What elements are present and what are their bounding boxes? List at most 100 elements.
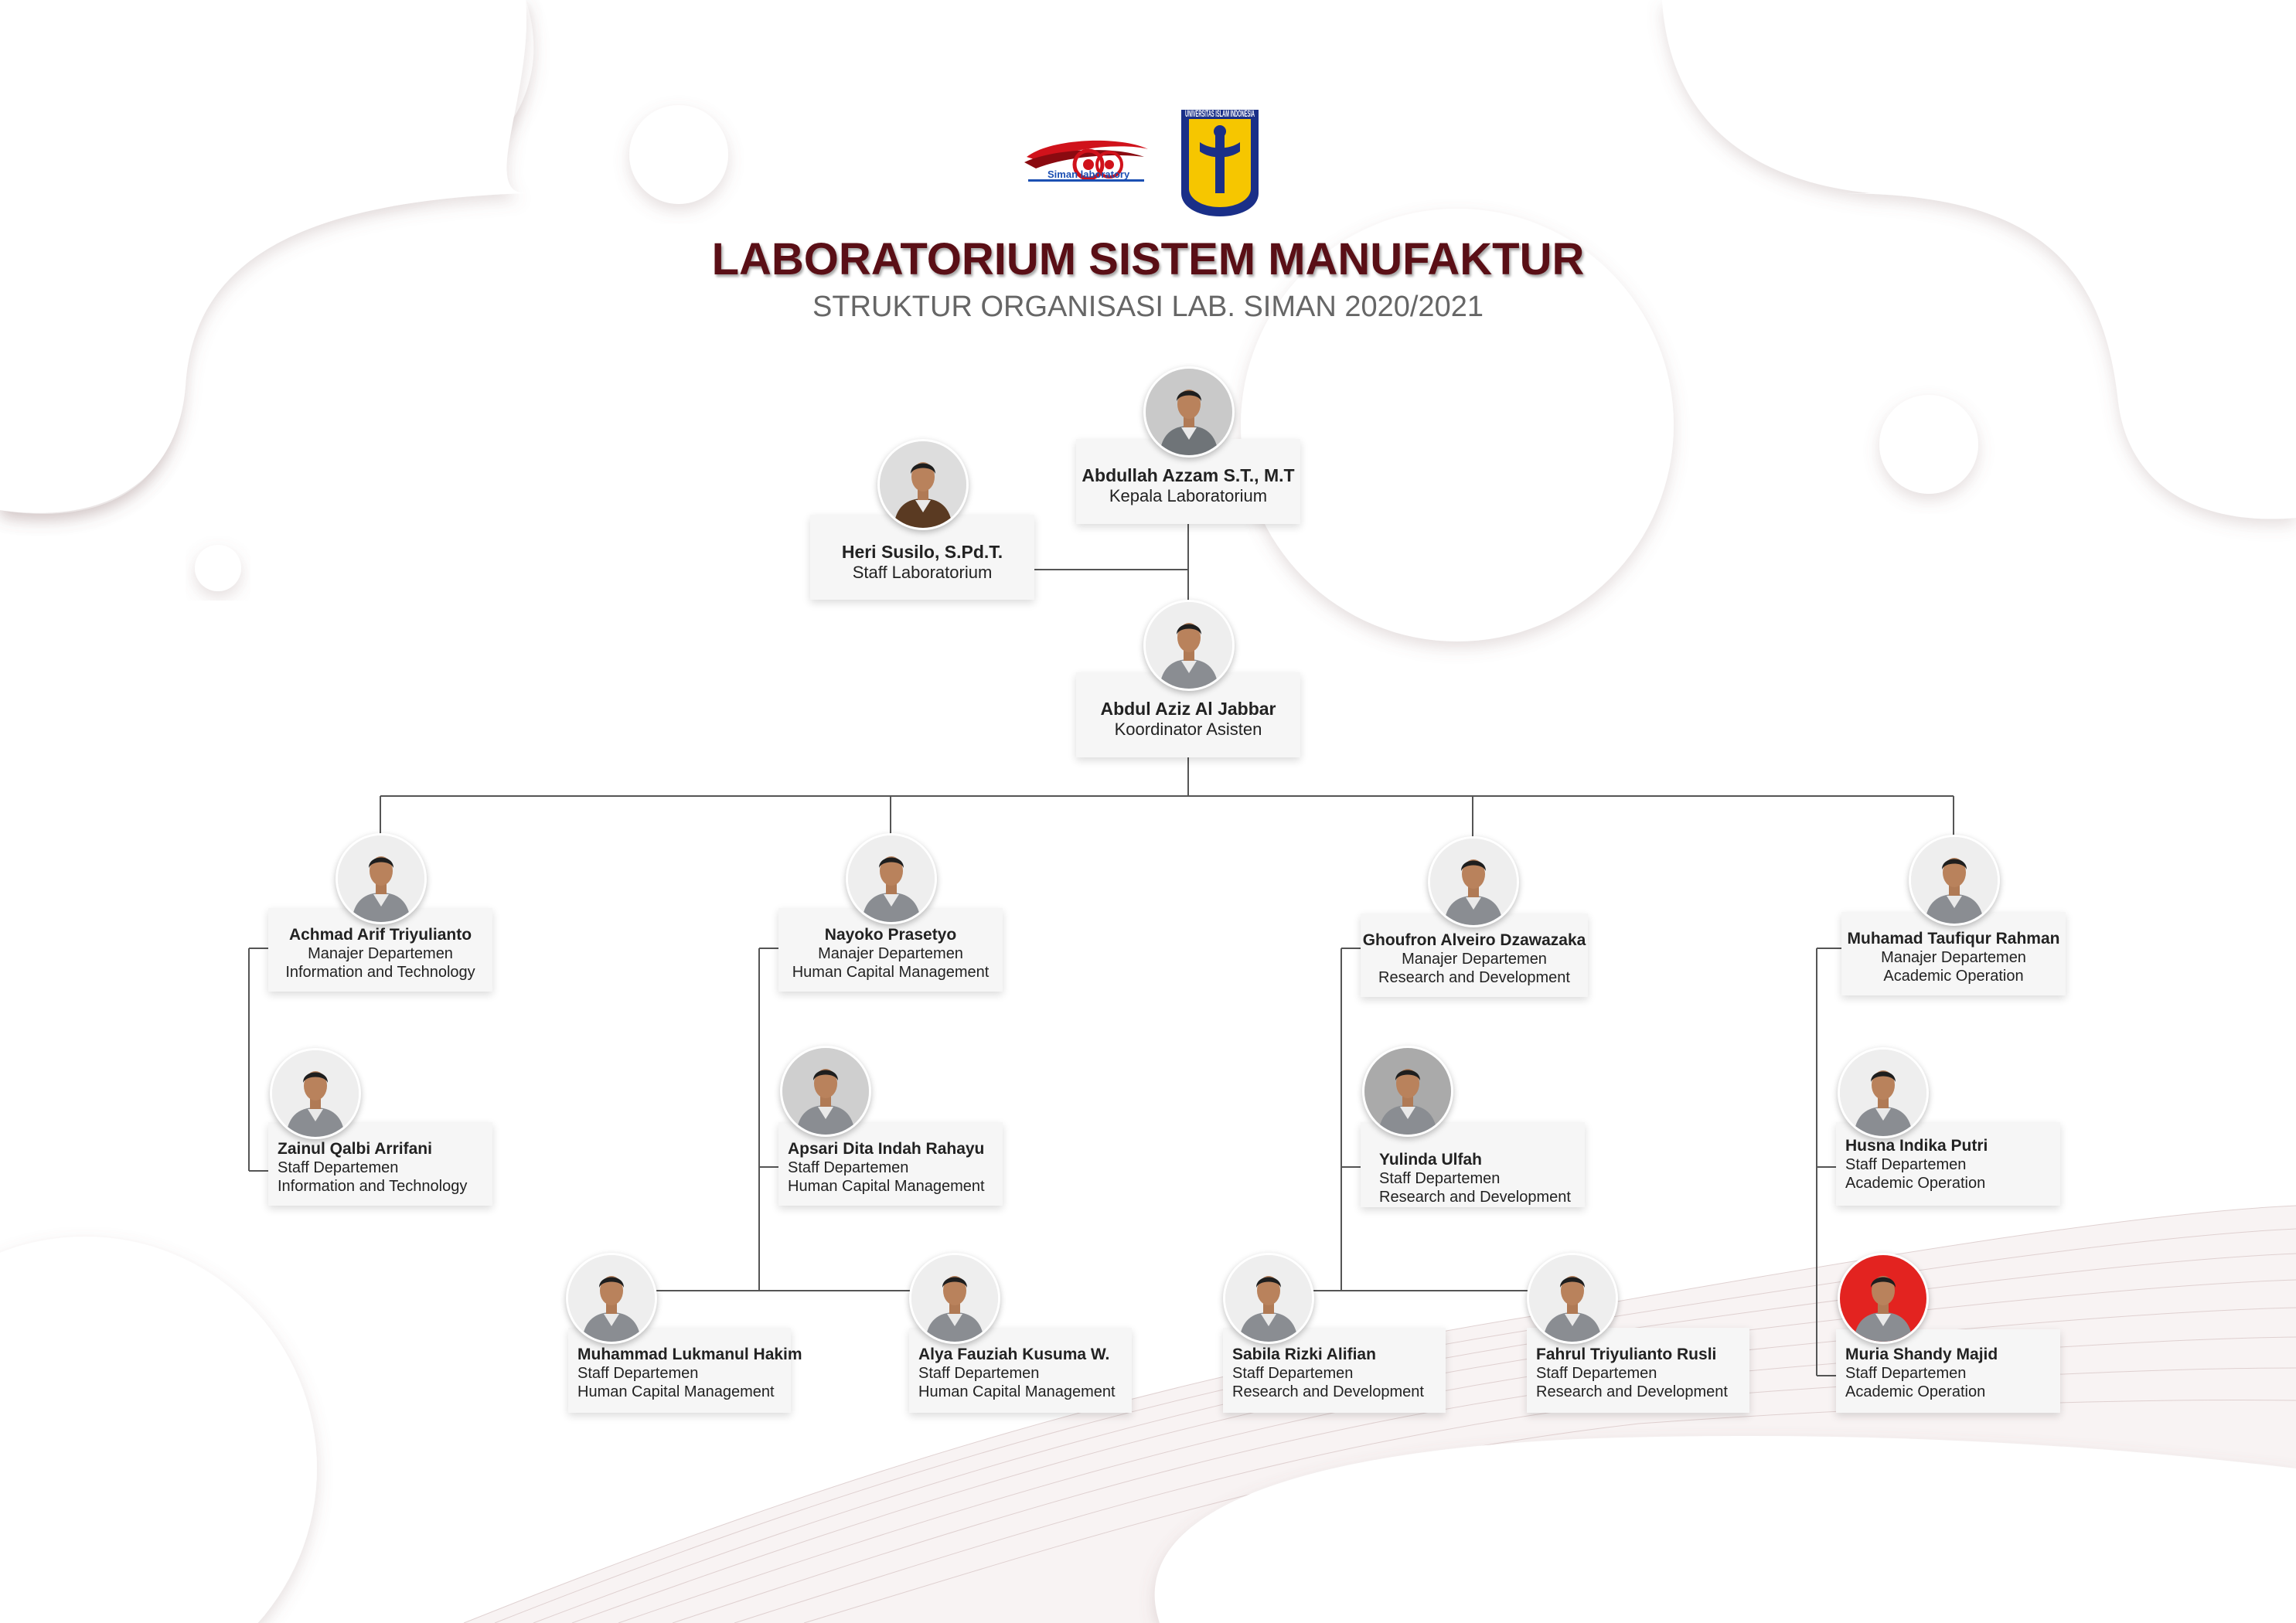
photo-neck bbox=[310, 1098, 321, 1109]
person-role: Koordinator Asisten bbox=[1114, 720, 1262, 739]
person-role: Manajer Departemen bbox=[1881, 949, 2026, 966]
photo-collar bbox=[818, 1107, 833, 1119]
photo-collar bbox=[1261, 1314, 1276, 1326]
photo-face bbox=[1177, 623, 1201, 652]
person-name: Abdullah Azzam S.T., M.T bbox=[1082, 465, 1295, 485]
person-name: Heri Susilo, S.Pd.T. bbox=[841, 542, 1003, 562]
person-dept: Human Capital Management bbox=[577, 1383, 775, 1400]
person-photo-icon bbox=[1364, 1048, 1451, 1135]
photo-hair bbox=[1560, 1277, 1585, 1288]
uii-logo: UNIVERSITAS ISLAM INDONESIA bbox=[1181, 108, 1259, 216]
person-role: Staff Departemen bbox=[1232, 1365, 1354, 1382]
photo-shirt bbox=[1444, 896, 1503, 925]
avatar-rnd-manager bbox=[1428, 836, 1519, 927]
photo-shirt bbox=[1854, 1312, 1913, 1342]
photo-shirt bbox=[894, 498, 952, 528]
person-role: Staff Departemen bbox=[1536, 1365, 1657, 1382]
person-dept: Research and Development bbox=[1379, 1189, 1571, 1206]
photo-collar bbox=[1947, 896, 1962, 908]
person-role: Staff Departemen bbox=[278, 1159, 399, 1176]
wave-lines bbox=[463, 1205, 2296, 1623]
photo-face bbox=[1872, 1070, 1895, 1100]
photo-face bbox=[880, 856, 903, 886]
photo-hair bbox=[942, 1277, 967, 1288]
photo-neck bbox=[820, 1096, 831, 1107]
photo-shirt bbox=[1543, 1312, 1602, 1342]
person-name: Abdul Aziz Al Jabbar bbox=[1100, 699, 1276, 719]
photo-shirt bbox=[925, 1312, 984, 1342]
person-name: Muria Shandy Majid bbox=[1845, 1346, 1998, 1363]
photo-collar bbox=[884, 894, 899, 907]
photo-neck bbox=[949, 1303, 960, 1314]
person-dept: Academic Operation bbox=[1845, 1175, 1986, 1192]
photo-hair bbox=[1177, 390, 1201, 401]
photo-shirt bbox=[862, 893, 921, 922]
person-name: Husna Indika Putri bbox=[1845, 1137, 1988, 1155]
person-name: Nayoko Prasetyo bbox=[824, 926, 957, 944]
photo-collar bbox=[1565, 1314, 1580, 1326]
photo-collar bbox=[1181, 427, 1197, 440]
person-role: Staff Departemen bbox=[1845, 1365, 1967, 1382]
photo-shirt bbox=[1160, 659, 1218, 689]
person-role: Kepala Laboratorium bbox=[1109, 486, 1268, 505]
photo-shirt bbox=[1378, 1105, 1437, 1135]
photo-face bbox=[1396, 1069, 1419, 1098]
photo-shirt bbox=[582, 1312, 641, 1342]
person-name: Achmad Arif Triyulianto bbox=[288, 926, 472, 944]
person-photo-icon bbox=[1840, 1255, 1926, 1342]
card-hcm-staff-1: Apsari Dita Indah Rahayu Staff Departeme… bbox=[778, 1122, 1003, 1206]
person-dept: Human Capital Management bbox=[792, 964, 990, 981]
photo-neck bbox=[1949, 885, 1960, 896]
photo-neck bbox=[1567, 1303, 1578, 1314]
person-dept: Information and Technology bbox=[278, 1178, 468, 1195]
avatar-hcm-staff-2 bbox=[566, 1253, 657, 1344]
photo-collar bbox=[373, 894, 389, 907]
big-circle bbox=[1241, 209, 1674, 641]
photo-face bbox=[370, 856, 393, 886]
avatar-ao-staff-1 bbox=[1838, 1047, 1929, 1138]
photo-hair bbox=[1395, 1070, 1420, 1080]
person-role: Staff Laboratorium bbox=[852, 563, 993, 582]
person-role: Staff Departemen bbox=[577, 1365, 699, 1382]
person-dept: Research and Development bbox=[1232, 1383, 1424, 1400]
circle-small-1 bbox=[629, 105, 728, 204]
photo-neck bbox=[1184, 650, 1194, 661]
person-name: Fahrul Triyulianto Rusli bbox=[1536, 1346, 1717, 1363]
photo-neck bbox=[606, 1303, 617, 1314]
photo-collar bbox=[1466, 897, 1481, 910]
photo-shirt bbox=[1160, 426, 1218, 455]
blob-band bbox=[0, 0, 2296, 519]
person-photo-icon bbox=[848, 835, 935, 922]
photo-shirt bbox=[1239, 1312, 1298, 1342]
photo-collar bbox=[947, 1314, 962, 1326]
logos: Siman laboratory UNIVERSITAS ISLAM INDON… bbox=[1020, 107, 1260, 223]
circle-small-2 bbox=[1879, 395, 1978, 494]
photo-neck bbox=[1878, 1303, 1889, 1314]
person-dept: Research and Development bbox=[1536, 1383, 1728, 1400]
siman-logo-caption: Siman laboratory bbox=[1048, 168, 1130, 180]
person-dept: Academic Operation bbox=[1845, 1383, 1986, 1400]
person-role: Staff Departemen bbox=[788, 1159, 909, 1176]
avatar-it-manager bbox=[336, 833, 427, 924]
card-coordinator: Abdul Aziz Al Jabbar Koordinator Asisten bbox=[1076, 672, 1300, 757]
photo-face bbox=[600, 1276, 623, 1305]
circle-small-3 bbox=[195, 545, 241, 591]
photo-neck bbox=[376, 883, 387, 894]
photo-collar bbox=[1875, 1108, 1891, 1121]
person-role: Manajer Departemen bbox=[308, 945, 453, 962]
photo-collar bbox=[604, 1314, 619, 1326]
person-name: Muhammad Lukmanul Hakim bbox=[577, 1346, 802, 1363]
person-role: Staff Departemen bbox=[1845, 1156, 1967, 1173]
person-role: Staff Departemen bbox=[1379, 1170, 1501, 1187]
photo-hair bbox=[1871, 1277, 1896, 1288]
avatar-ao-manager bbox=[1909, 835, 2000, 926]
person-dept: Human Capital Management bbox=[788, 1178, 985, 1195]
photo-face bbox=[814, 1069, 837, 1098]
photo-collar bbox=[1400, 1107, 1415, 1119]
page-title: LABORATORIUM SISTEM MANUFAKTUR bbox=[711, 234, 1585, 284]
photo-face bbox=[1177, 390, 1201, 419]
person-role: Manajer Departemen bbox=[818, 945, 963, 962]
page-subtitle: STRUKTUR ORGANISASI LAB. SIMAN 2020/2021 bbox=[812, 291, 1484, 323]
uii-ring-text: UNIVERSITAS ISLAM INDONESIA bbox=[1185, 108, 1255, 119]
photo-hair bbox=[911, 463, 935, 474]
